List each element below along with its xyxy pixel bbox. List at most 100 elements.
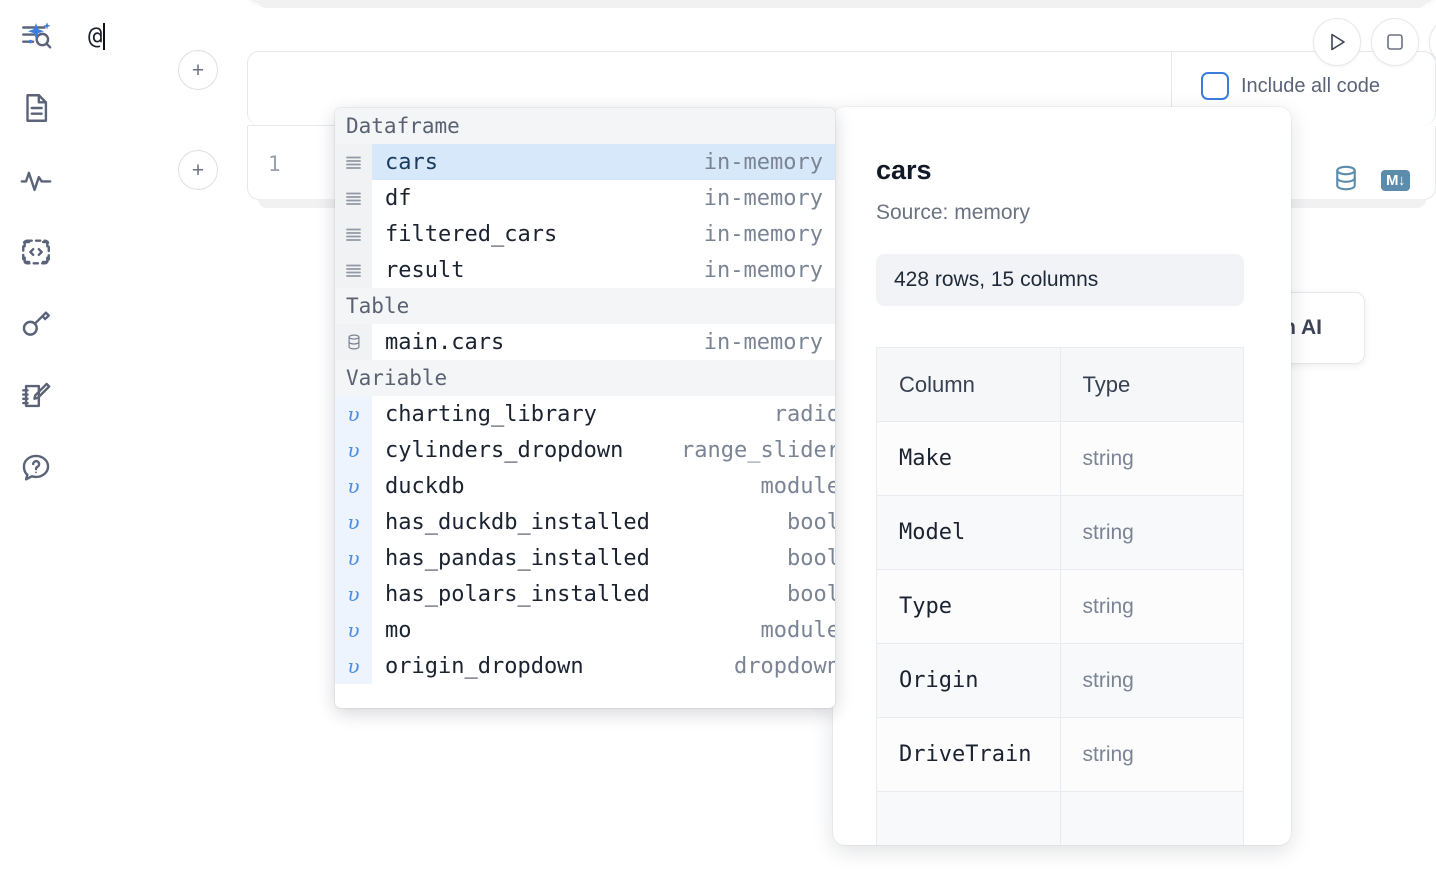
- table-database-icon: [335, 324, 372, 360]
- include-all-code-label: Include all code: [1241, 74, 1380, 97]
- column-type-cell: [1059, 791, 1244, 845]
- autocomplete-item-type: bool: [787, 545, 835, 571]
- run-cell-button[interactable]: [1313, 18, 1361, 66]
- autocomplete-item-name: has_polars_installed: [385, 581, 650, 607]
- autocomplete-item-type: in-memory: [703, 149, 823, 175]
- autocomplete-item[interactable]: df in-memory: [335, 180, 835, 216]
- variable-icon: υ: [335, 432, 372, 468]
- ai-prompt-value: @: [88, 22, 103, 50]
- autocomplete-item-name: origin_dropdown: [385, 653, 584, 679]
- dataframe-icon: [335, 180, 372, 216]
- add-cell-plus-icon: +: [191, 158, 205, 182]
- preview-shape-badge: 428 rows, 15 columns: [876, 254, 1244, 306]
- variable-icon: υ: [335, 576, 372, 612]
- column-name-cell: Type: [876, 569, 1061, 644]
- autocomplete-item-type: range_slider: [681, 437, 835, 463]
- help-chat-icon[interactable]: [12, 444, 60, 492]
- column-type-cell: string: [1059, 643, 1244, 718]
- autocomplete-item-type: bool: [787, 509, 835, 535]
- generate-with-ai-label: h AI: [1283, 316, 1322, 339]
- autocomplete-item-name: has_pandas_installed: [385, 545, 650, 571]
- autocomplete-item-type: radio: [773, 401, 835, 427]
- add-cell-plus-icon: +: [191, 58, 205, 82]
- column-type-cell: string: [1059, 495, 1244, 570]
- sidebar-rail: [0, 0, 72, 874]
- dataframe-icon: [335, 216, 372, 252]
- database-icon[interactable]: [1331, 163, 1361, 198]
- document-icon[interactable]: [12, 84, 60, 132]
- column-name-cell: Model: [876, 495, 1061, 570]
- autocomplete-item-name: result: [385, 257, 465, 283]
- stop-cell-button[interactable]: [1371, 18, 1419, 66]
- include-all-code-checkbox[interactable]: [1201, 72, 1229, 100]
- text-caret: [103, 23, 106, 50]
- variable-icon: υ: [335, 468, 372, 504]
- autocomplete-item-type: dropdown: [734, 653, 835, 679]
- add-cell-button-top[interactable]: +: [178, 50, 218, 90]
- activity-icon[interactable]: [12, 156, 60, 204]
- variable-icon: υ: [335, 504, 372, 540]
- dataframe-icon: [335, 144, 372, 180]
- column-name-cell: DriveTrain: [876, 717, 1061, 792]
- autocomplete-item[interactable]: result in-memory: [335, 252, 835, 288]
- autocomplete-item[interactable]: υ cylinders_dropdown range_slider: [335, 432, 835, 468]
- column-name-cell: Make: [876, 421, 1061, 496]
- ai-prompt-input[interactable]: @: [88, 22, 106, 50]
- column-name-cell: [876, 791, 1061, 845]
- autocomplete-item[interactable]: υ charting_library radio: [335, 396, 835, 432]
- variable-icon: υ: [335, 396, 372, 432]
- include-all-code-row[interactable]: Include all code: [1201, 72, 1380, 100]
- autocomplete-item[interactable]: filtered_cars in-memory: [335, 216, 835, 252]
- ai-sparkle-icon: [22, 20, 56, 54]
- ai-cell-divider-vertical: [1171, 51, 1172, 125]
- autocomplete-item-type: in-memory: [703, 185, 823, 211]
- preview-source: Source: memory: [876, 201, 1031, 224]
- code-snippet-icon[interactable]: [12, 228, 60, 276]
- column-name-cell: Origin: [876, 643, 1061, 718]
- autocomplete-item[interactable]: υ has_duckdb_installed bool: [335, 504, 835, 540]
- add-cell-button-bottom[interactable]: +: [178, 150, 218, 190]
- variable-icon: υ: [335, 648, 372, 684]
- outline-search-icon[interactable]: [12, 12, 60, 60]
- autocomplete-group-header: Table: [335, 288, 835, 324]
- key-icon[interactable]: [12, 300, 60, 348]
- autocomplete-item-name: main.cars: [385, 329, 505, 355]
- autocomplete-item-name: cars: [385, 149, 438, 175]
- autocomplete-item[interactable]: cars in-memory: [335, 144, 835, 180]
- markdown-badge[interactable]: M↓: [1381, 170, 1410, 191]
- autocomplete-item-type: in-memory: [703, 221, 823, 247]
- autocomplete-item[interactable]: υ origin_dropdown dropdown: [335, 648, 835, 684]
- autocomplete-item-name: df: [385, 185, 412, 211]
- variable-icon: υ: [335, 612, 372, 648]
- autocomplete-item-name: has_duckdb_installed: [385, 509, 650, 535]
- table-header-cell: Column: [876, 347, 1061, 422]
- preview-title: cars: [876, 155, 932, 185]
- code-line-number: 1: [268, 152, 281, 176]
- column-type-cell: string: [1059, 717, 1244, 792]
- table-row: [876, 791, 1244, 845]
- column-type-cell: string: [1059, 421, 1244, 496]
- autocomplete-item-type: module: [760, 617, 835, 643]
- autocomplete-item-name: filtered_cars: [385, 221, 558, 247]
- scratchpad-icon[interactable]: [12, 372, 60, 420]
- dataframe-icon: [335, 252, 372, 288]
- autocomplete-group-header: Variable: [335, 360, 835, 396]
- autocomplete-item-name: mo: [385, 617, 412, 643]
- autocomplete-item-type: in-memory: [703, 257, 823, 283]
- autocomplete-item-name: cylinders_dropdown: [385, 437, 624, 463]
- autocomplete-item-name: charting_library: [385, 401, 597, 427]
- previous-cell-shadow: [258, 0, 1426, 8]
